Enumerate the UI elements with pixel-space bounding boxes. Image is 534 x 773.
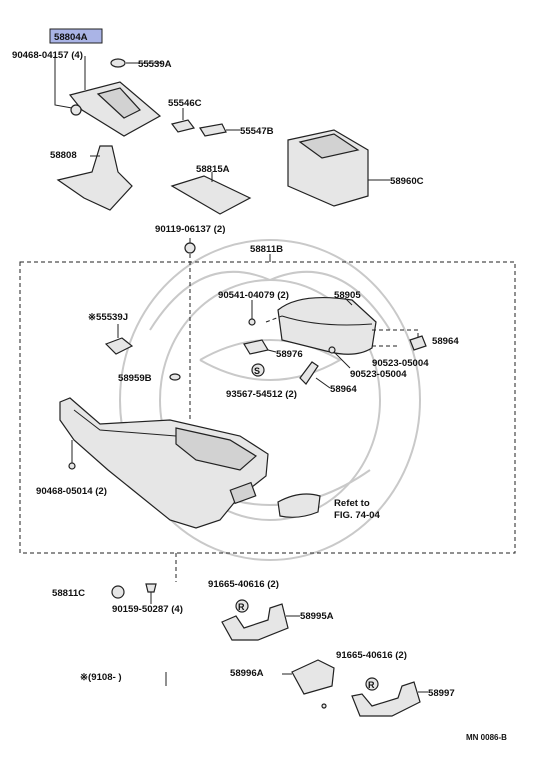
part-90119-shape — [184, 238, 196, 420]
part-93567-shape: S — [251, 363, 265, 377]
label-58905[interactable]: 58905 — [334, 290, 361, 301]
small-mark — [165, 672, 327, 709]
part-58905-shape — [277, 296, 377, 355]
part-58808-shape — [56, 145, 133, 211]
label-55547b[interactable]: 55547B — [240, 126, 274, 137]
label-58815a[interactable]: 58815A — [196, 164, 230, 175]
label-90541[interactable]: 90541-04079 (2) — [218, 290, 289, 301]
label-layer: 58804A 90468-04157 (4) 55539A 55546C 555… — [12, 32, 507, 742]
part-58964b-shape — [299, 361, 331, 389]
label-90468-05014[interactable]: 90468-05014 (2) — [36, 486, 107, 497]
part-58804a-shape — [54, 56, 162, 137]
part-58811c-shape — [111, 585, 125, 599]
label-90523-bottom[interactable]: 90523-05004 — [350, 369, 407, 380]
part-58960c-shape — [287, 129, 390, 207]
part-58997-shape: R — [351, 677, 428, 717]
svg-text:S: S — [254, 366, 260, 376]
label-58964-right[interactable]: 58964 — [432, 336, 459, 347]
part-58976-shape — [243, 339, 277, 355]
label-58811b[interactable]: 58811B — [250, 244, 283, 255]
label-58959b[interactable]: 58959B — [118, 373, 152, 384]
label-refer-line2[interactable]: FIG. 74-04 — [334, 510, 381, 521]
part-55539j-shape — [104, 324, 134, 355]
label-footnote: ※(9108- ) — [80, 672, 122, 683]
svg-text:R: R — [368, 680, 375, 690]
part-55546c-shape — [170, 108, 196, 133]
label-58997[interactable]: 58997 — [428, 688, 455, 699]
label-refer-line1: Refet to — [334, 498, 370, 509]
label-58976[interactable]: 58976 — [276, 349, 303, 360]
label-58995a[interactable]: 58995A — [300, 611, 334, 622]
part-90541-shape — [248, 300, 256, 326]
label-55546c[interactable]: 55546C — [168, 98, 202, 109]
part-refer-shape — [277, 493, 321, 518]
label-55539j[interactable]: ※55539J — [88, 312, 128, 323]
part-58964a-shape — [409, 335, 427, 351]
part-90159-shape — [145, 553, 177, 604]
svg-text:R: R — [238, 602, 245, 612]
label-diagram-code: MN 0086-B — [466, 733, 507, 742]
assembly-box-58811b — [19, 261, 516, 554]
label-90468-04157[interactable]: 90468-04157 (4) — [12, 50, 83, 61]
part-58815a-shape — [170, 172, 252, 215]
label-58808[interactable]: 58808 — [50, 150, 77, 161]
label-58996a[interactable]: 58996A — [230, 668, 264, 679]
highlight-box — [49, 28, 103, 44]
label-58960c[interactable]: 58960C — [390, 176, 424, 187]
part-55547b-shape — [199, 123, 240, 137]
label-91665-a[interactable]: 91665-40616 (2) — [208, 579, 279, 590]
console-body-shape — [59, 397, 269, 529]
label-90523-top[interactable]: 90523-05004 — [372, 358, 429, 369]
label-58964-lower[interactable]: 58964 — [330, 384, 357, 395]
watermark-emblem — [119, 239, 421, 561]
label-58804a[interactable]: 58804A — [54, 32, 88, 43]
label-93567[interactable]: 93567-54512 (2) — [226, 389, 297, 400]
part-58959b-shape — [169, 373, 181, 381]
part-55539a-shape — [110, 58, 162, 68]
label-90119[interactable]: 90119-06137 (2) — [155, 224, 225, 235]
label-55539a[interactable]: 55539A — [138, 59, 172, 70]
part-58995a-shape: R — [221, 599, 300, 641]
label-91665-b[interactable]: 91665-40616 (2) — [336, 650, 407, 661]
label-58811c[interactable]: 58811C — [52, 588, 85, 599]
part-90523-shape — [328, 346, 351, 369]
label-90159[interactable]: 90159-50287 (4) — [112, 604, 183, 615]
part-58996a-shape — [282, 659, 335, 695]
